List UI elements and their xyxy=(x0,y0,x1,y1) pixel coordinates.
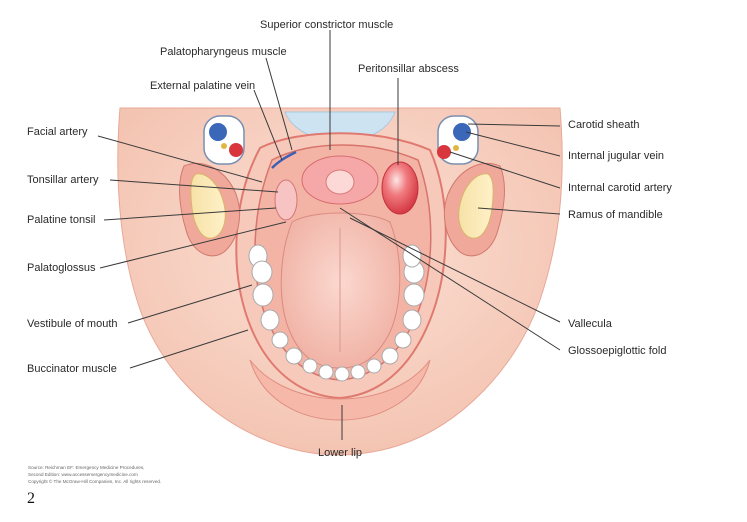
label-external-palatine-vein: External palatine vein xyxy=(150,80,255,92)
credit-line-3: Copyright © The McGraw-Hill Companies, I… xyxy=(28,478,161,484)
label-peritonsillar-abscess: Peritonsillar abscess xyxy=(358,63,459,75)
peritonsillar-abscess xyxy=(381,161,419,215)
palatine-tonsil xyxy=(274,179,298,221)
label-superior-constrictor: Superior constrictor muscle xyxy=(260,19,393,31)
laryngeal-inlet xyxy=(325,169,355,195)
label-palatopharyngeus: Palatopharyngeus muscle xyxy=(160,46,287,58)
label-palatine-tonsil: Palatine tonsil xyxy=(27,214,96,226)
label-internal-jugular: Internal jugular vein xyxy=(568,150,664,162)
label-tonsillar-artery: Tonsillar artery xyxy=(27,174,99,186)
label-lower-lip: Lower lip xyxy=(318,447,362,459)
lower-lip xyxy=(249,359,431,421)
label-facial-artery: Facial artery xyxy=(27,126,88,138)
external-palatine-vein xyxy=(271,150,297,169)
right-carotid-sheath xyxy=(437,115,479,165)
page-number: 2 xyxy=(27,490,35,507)
lower-teeth xyxy=(248,244,425,382)
label-glossoepiglottic: Glossoepiglottic fold xyxy=(568,345,666,357)
left-carotid-sheath xyxy=(203,115,245,165)
credit-line-2: Second Edition: www.accessemergencymedic… xyxy=(28,472,138,477)
label-ramus: Ramus of mandible xyxy=(568,209,663,221)
leader-lines xyxy=(97,30,561,440)
left-ramus xyxy=(179,163,241,257)
label-internal-carotid: Internal carotid artery xyxy=(568,182,672,194)
label-palatoglossus: Palatoglossus xyxy=(27,262,96,274)
credit-line-1: Source: Reichman EF: Emergency Medicine … xyxy=(28,465,144,470)
label-vestibule: Vestibule of mouth xyxy=(27,318,118,330)
label-carotid-sheath: Carotid sheath xyxy=(568,119,640,131)
label-buccinator: Buccinator muscle xyxy=(27,363,117,375)
label-vallecula: Vallecula xyxy=(568,318,613,330)
right-ramus xyxy=(443,163,505,257)
